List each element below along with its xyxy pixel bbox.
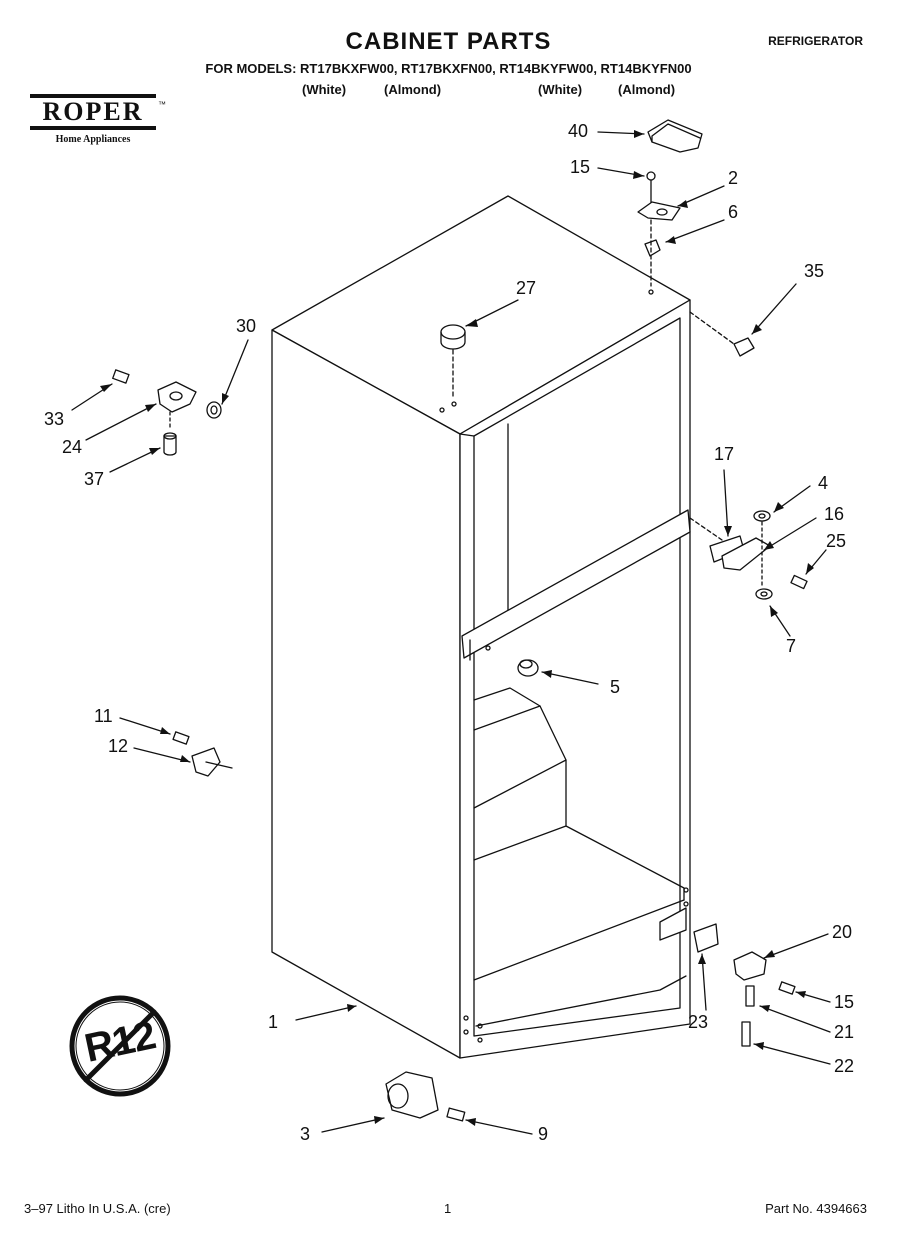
callout-40: 40: [568, 121, 589, 141]
callout-3: 3: [300, 1124, 311, 1144]
leveling-leg-part: [386, 1072, 465, 1121]
models-line: FOR MODELS: RT17BKXFW00, RT17BKXFN00, RT…: [205, 61, 692, 76]
callout-15-top: 15: [570, 157, 591, 177]
top-plug-part: [441, 325, 465, 398]
color-label-1: (White): [302, 82, 347, 97]
category-label: REFRIGERATOR: [768, 34, 863, 48]
bottom-hinge-assembly: [694, 924, 795, 1046]
color-label-4: (Almond): [618, 82, 676, 97]
callout-11: 11: [94, 706, 113, 726]
top-hinge-assembly: [638, 172, 680, 286]
cabinet-body: [272, 196, 690, 1058]
bracket-screw-part: [173, 732, 232, 776]
callout-2: 2: [728, 168, 739, 188]
callout-22: 22: [834, 1056, 855, 1076]
color-label-3: (White): [538, 82, 583, 97]
callout-5: 5: [610, 677, 621, 697]
callout-27: 27: [516, 278, 537, 298]
leader-lines: [72, 132, 830, 1134]
footer-litho: 3–97 Litho In U.S.A. (cre): [24, 1201, 171, 1216]
page-title: CABINET PARTS: [345, 28, 552, 55]
callout-30: 30: [236, 316, 257, 336]
callout-23: 23: [688, 1012, 709, 1032]
middle-hinge-assembly: [690, 511, 807, 599]
trademark-symbol: ™: [158, 100, 166, 109]
callout-24: 24: [62, 437, 83, 457]
callout-21: 21: [834, 1022, 855, 1042]
left-hinge-assembly: [113, 370, 221, 455]
color-label-2: (Almond): [384, 82, 442, 97]
callout-1: 1: [268, 1012, 279, 1032]
callout-25: 25: [826, 531, 847, 551]
callout-37: 37: [84, 469, 105, 489]
callout-15-bottom: 15: [834, 992, 855, 1012]
footer-part-number: Part No. 4394663: [765, 1201, 867, 1216]
brand-logo: ROPER ™ Home Appliances: [30, 94, 166, 145]
callout-33: 33: [44, 409, 65, 429]
mullion-plug-part: [518, 660, 538, 676]
brand-name: ROPER: [42, 97, 144, 126]
hinge-cover-part: [648, 120, 702, 152]
callout-4: 4: [818, 473, 829, 493]
callout-12: 12: [108, 736, 129, 756]
callout-7: 7: [786, 636, 797, 656]
leader-arrowheads: [100, 130, 814, 1126]
no-r12-badge: [72, 998, 168, 1094]
callout-6: 6: [728, 202, 739, 222]
callout-16: 16: [824, 504, 845, 524]
footer-page-number: 1: [444, 1201, 452, 1216]
callout-20: 20: [832, 922, 853, 942]
callout-9: 9: [538, 1124, 549, 1144]
side-plug-part: [690, 312, 754, 356]
callout-17: 17: [714, 444, 735, 464]
callout-35: 35: [804, 261, 825, 281]
brand-subtitle: Home Appliances: [55, 134, 131, 145]
